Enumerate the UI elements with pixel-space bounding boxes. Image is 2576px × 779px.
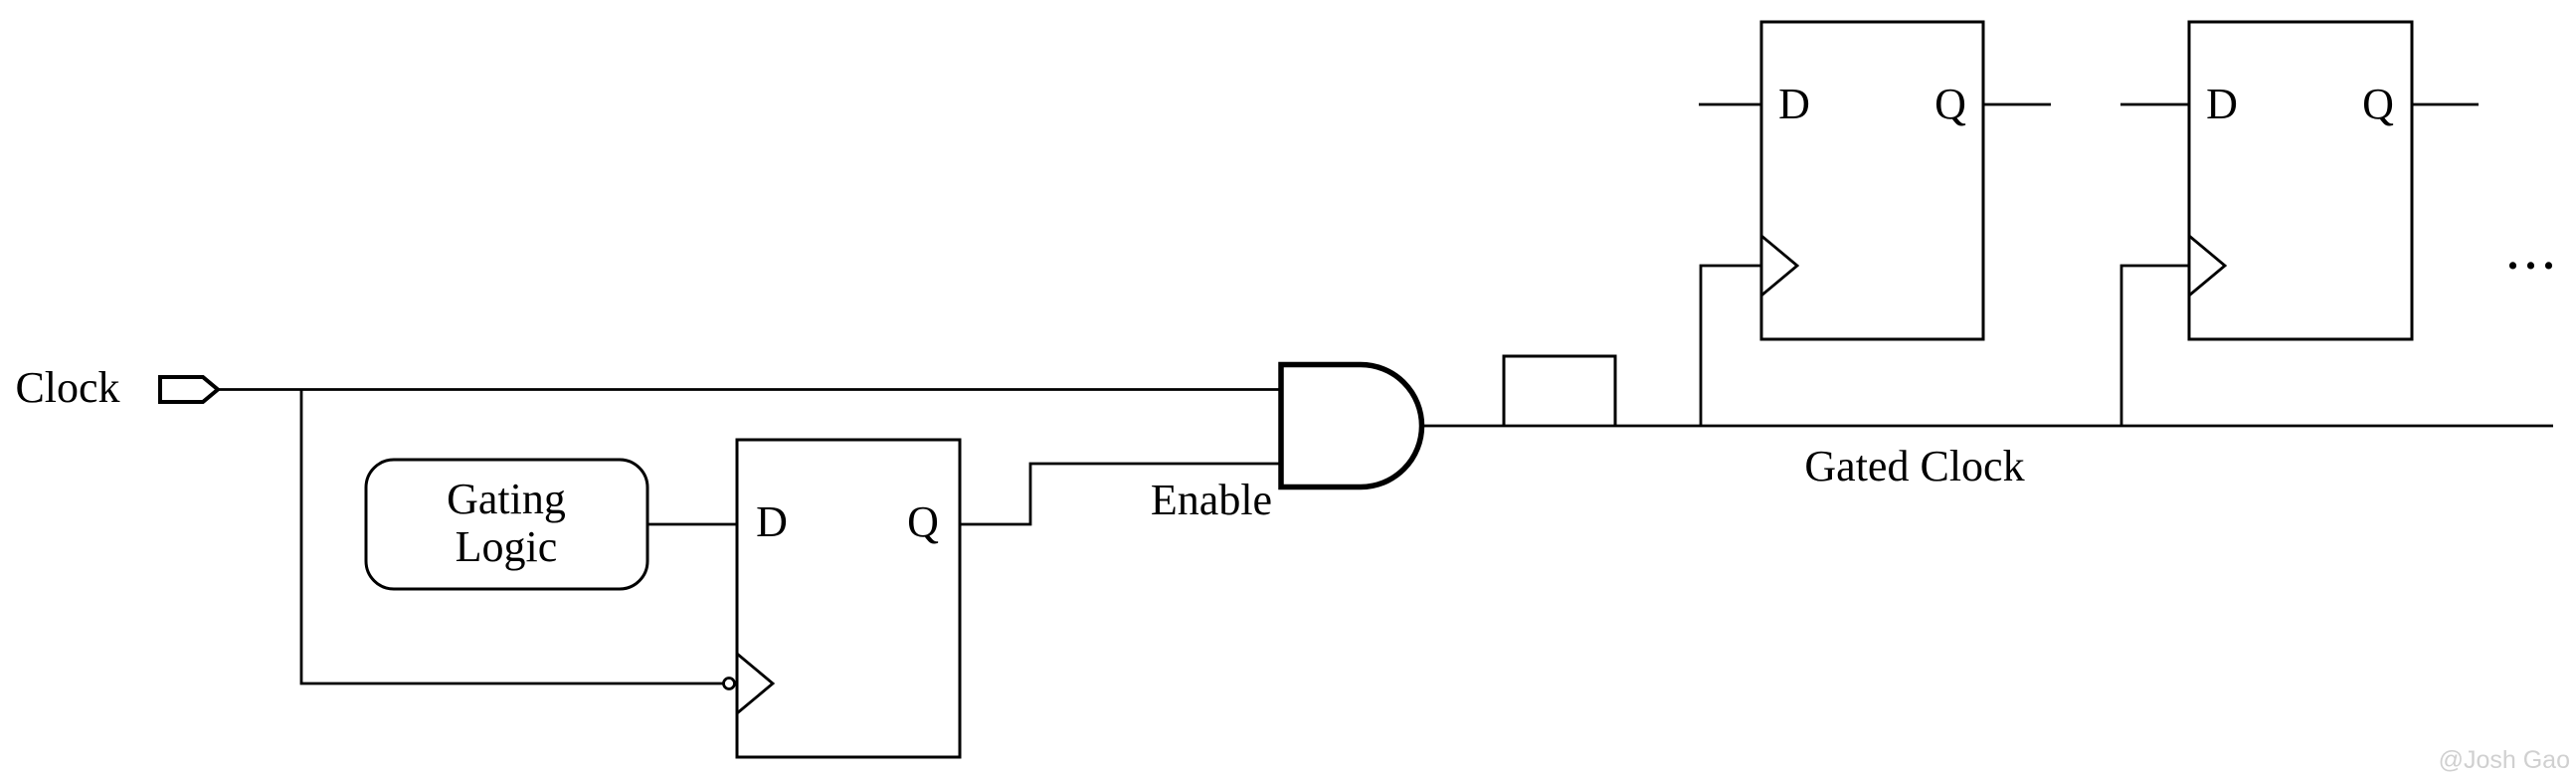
negation-bubble-icon — [722, 677, 736, 690]
and-gate-icon — [1278, 361, 1425, 490]
sink-flipflop-2-box — [2187, 20, 2414, 341]
watermark-text: @Josh Gao — [2439, 746, 2570, 774]
ff1-clock-wire — [1699, 264, 1761, 426]
sink-flipflop-1-box — [1759, 20, 1985, 341]
gating-flipflop-box — [735, 438, 962, 759]
sink-flipflop-1-d-label: D — [1778, 80, 1810, 128]
gating-flipflop: D Q — [722, 438, 962, 759]
sink-flipflop-2: D Q — [2187, 20, 2414, 341]
gating-logic-label-line2: Logic — [456, 522, 558, 571]
sink-flipflop-1-q-label: Q — [1934, 80, 1966, 128]
enable-label: Enable — [1151, 476, 1272, 524]
clock-label: Clock — [15, 363, 119, 412]
posedge-clock-triangle-icon — [1760, 234, 1800, 297]
clock-branch-wire — [299, 389, 724, 685]
sink-flipflop-2-d-label: D — [2206, 80, 2238, 128]
sink-flipflop-2-q-label: Q — [2362, 80, 2394, 128]
posedge-clock-triangle-icon — [2188, 234, 2228, 297]
negedge-clock-triangle-icon — [736, 652, 776, 715]
ff2-clock-wire — [2119, 264, 2189, 426]
enable-wire — [960, 462, 1281, 526]
gating-flipflop-d-label: D — [756, 497, 788, 546]
gating-flipflop-q-label: Q — [907, 497, 939, 546]
gating-logic-box — [364, 458, 649, 591]
gating-logic-label-line1: Gating — [447, 475, 566, 523]
clock-input-port-icon — [158, 375, 222, 404]
gated-clock-label: Gated Clock — [1804, 442, 2024, 490]
sink-flipflop-1: D Q — [1759, 20, 1985, 341]
more-flipflops-ellipsis: ... — [2507, 230, 2561, 279]
clock-pulse-icon — [1502, 354, 1617, 426]
gating-logic-block: Gating Logic — [364, 458, 649, 591]
